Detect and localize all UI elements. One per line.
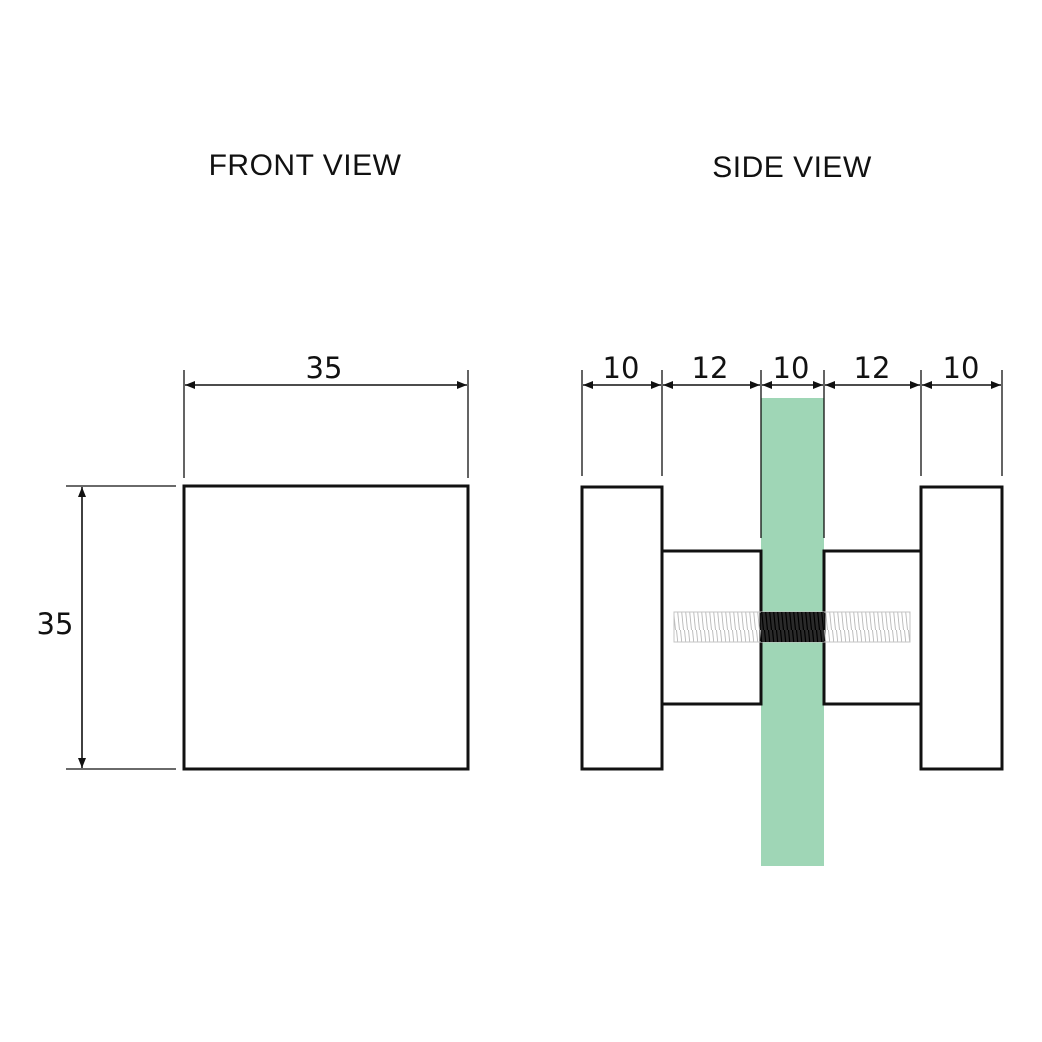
front-height-label: 35: [37, 607, 74, 641]
side-view-title: SIDE VIEW: [712, 151, 872, 184]
front-square-plate: [182, 484, 470, 771]
front-view-title: FRONT VIEW: [209, 149, 402, 182]
segment-label-2: 12: [692, 351, 729, 385]
left-cap: [580, 485, 664, 771]
segment-label-3: 10: [773, 351, 810, 385]
segment-label-5: 10: [943, 351, 980, 385]
front-view: FRONT VIEW 35 35: [37, 149, 470, 771]
bolt-thread-through-glass: [761, 612, 824, 642]
threaded-bolt: [673, 611, 911, 643]
segment-label-4: 12: [854, 351, 891, 385]
segment-label-1: 10: [603, 351, 640, 385]
right-cap: [919, 485, 1004, 771]
side-view: SIDE VIEW 10 12 10 12 10: [580, 151, 1004, 866]
front-width-label: 35: [306, 351, 343, 385]
